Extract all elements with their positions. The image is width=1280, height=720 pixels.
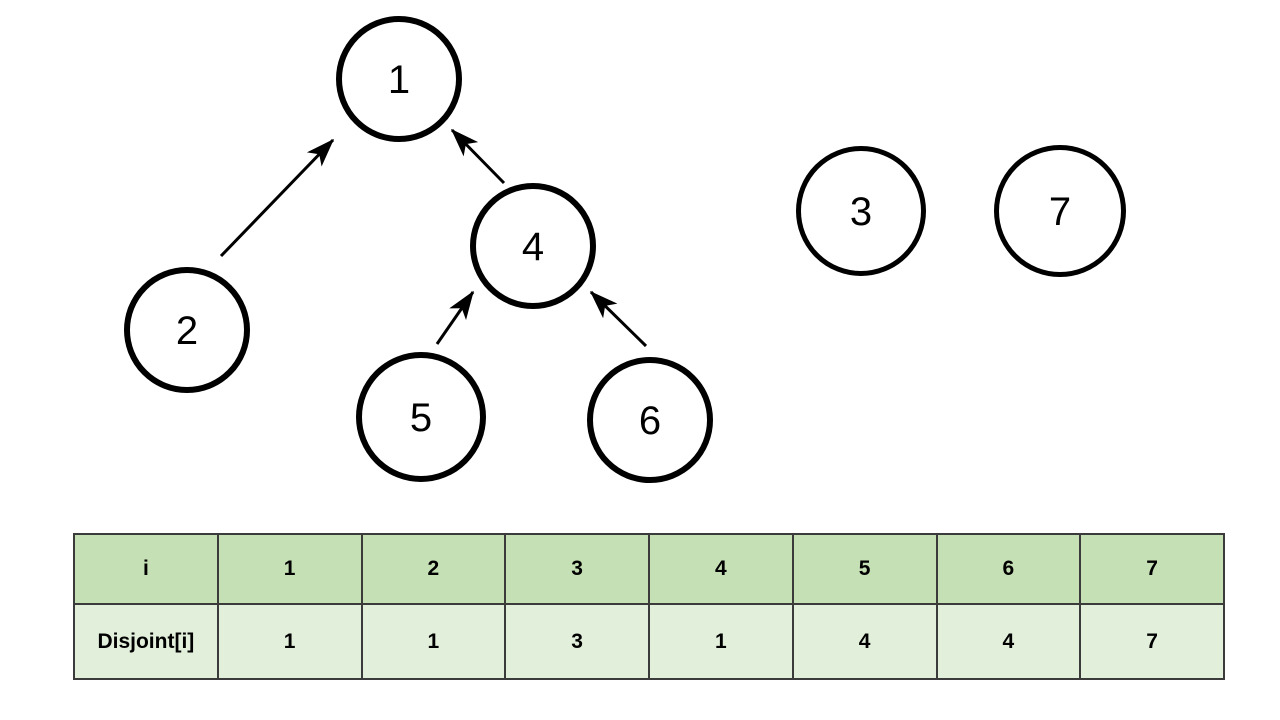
node-6-circle [587,357,713,483]
node-5-label: 5 [410,396,432,440]
edge-6-to-4 [589,290,648,348]
node-6-label: 6 [639,399,661,443]
node-2-circle [124,267,250,393]
node-5-circle [356,352,486,482]
graph-canvas: 1 2 3 4 5 6 7 [124,16,1126,483]
data-cell-1: 1 [216,603,363,680]
node-7-circle [994,145,1126,277]
data-cell-5: 4 [791,603,938,680]
data-cell-6: 4 [935,603,1082,680]
node-7[interactable]: 7 [994,145,1126,277]
node-2[interactable]: 2 [124,267,250,393]
node-7-label: 7 [1049,190,1071,234]
header-cell-1: 1 [216,533,363,605]
header-cell-2: 2 [360,533,507,605]
nodes-group: 1 2 3 4 5 6 7 [124,16,1126,483]
header-cell-6: 6 [935,533,1082,605]
edges-group [219,128,648,348]
node-5[interactable]: 5 [356,352,486,482]
node-2-label: 2 [176,309,198,353]
node-3-circle [796,146,926,276]
node-3[interactable]: 3 [796,146,926,276]
node-1-circle [336,16,462,142]
data-cell-4: 1 [648,603,794,680]
edge-2-to-1 [219,138,335,258]
node-4-circle [470,183,596,309]
node-6[interactable]: 6 [587,357,713,483]
data-cell-7: 7 [1079,603,1225,680]
node-4-label: 4 [522,225,544,269]
node-3-label: 3 [850,190,872,234]
edge-4-to-1 [450,128,506,185]
header-cell-4: 4 [648,533,794,605]
header-cell-7: 7 [1079,533,1225,605]
data-cell-3: 3 [504,603,650,680]
header-cell-3: 3 [504,533,650,605]
data-cell-2: 1 [360,603,507,680]
header-row-label: i [73,533,219,605]
disjoint-set-graph: 1 2 3 4 5 6 7 [124,16,1126,483]
node-4[interactable]: 4 [470,183,596,309]
node-1[interactable]: 1 [336,16,462,142]
header-cell-5: 5 [791,533,938,605]
edge-5-to-4 [435,290,475,345]
node-1-label: 1 [388,58,410,102]
data-row-label: Disjoint[i] [73,603,219,680]
